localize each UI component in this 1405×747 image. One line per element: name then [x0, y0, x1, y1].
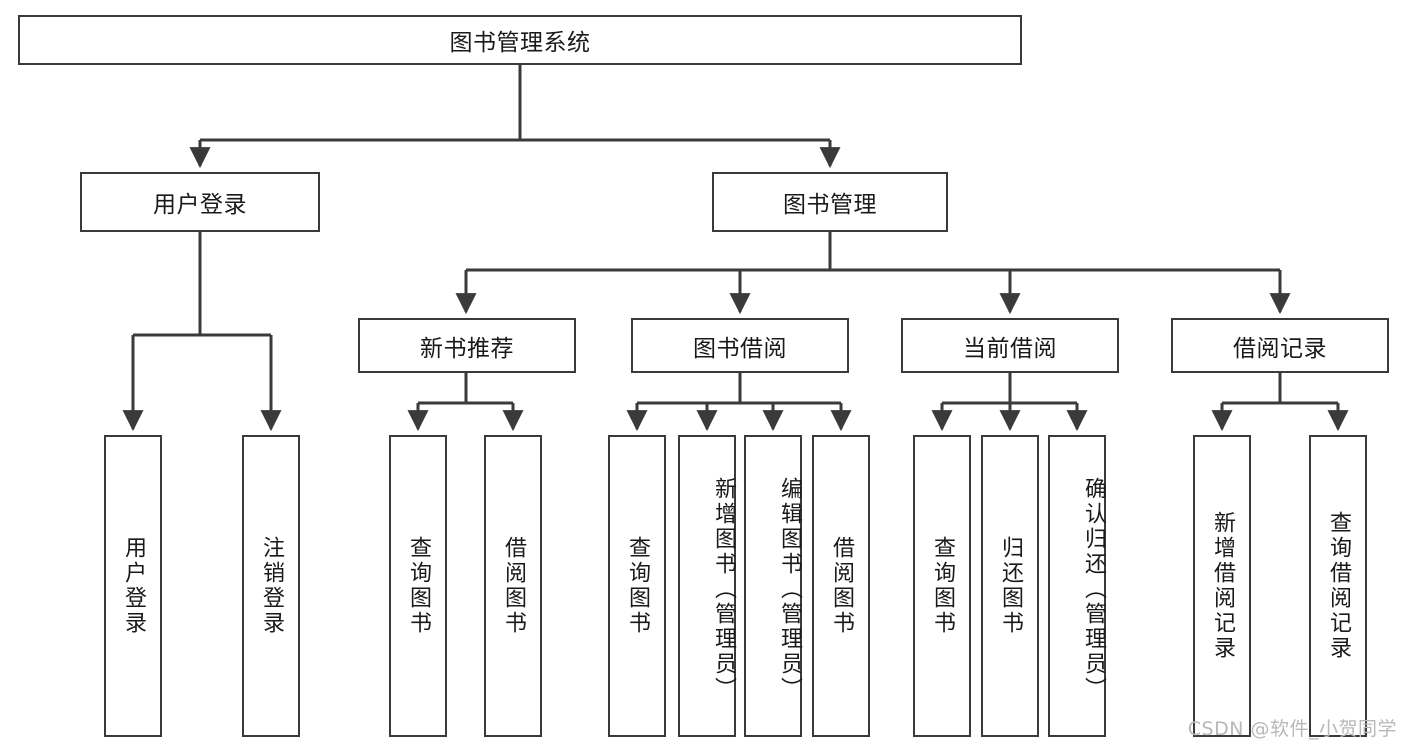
node-book-management-label: 图书管理: [783, 192, 877, 218]
node-leaf-return-book-label: 归还图书: [998, 536, 1023, 636]
node-user-login[interactable]: 用户登录: [80, 172, 320, 232]
node-leaf-query-book-3[interactable]: 查询图书: [913, 435, 971, 737]
node-leaf-borrow-book-2-label: 借阅图书: [829, 536, 854, 636]
node-leaf-query-book-2-label: 查询图书: [625, 536, 650, 636]
node-leaf-add-book-admin-label: 新增图书（管理员）: [711, 476, 736, 702]
node-leaf-borrow-book-2[interactable]: 借阅图书: [812, 435, 870, 737]
node-root[interactable]: 图书管理系统: [18, 15, 1022, 65]
node-current-borrow[interactable]: 当前借阅: [901, 318, 1119, 373]
node-leaf-return-book[interactable]: 归还图书: [981, 435, 1039, 737]
node-book-borrow[interactable]: 图书借阅: [631, 318, 849, 373]
node-leaf-logout[interactable]: 注销登录: [242, 435, 300, 737]
node-book-management[interactable]: 图书管理: [712, 172, 948, 232]
node-leaf-query-book-1[interactable]: 查询图书: [389, 435, 447, 737]
node-leaf-query-book-2[interactable]: 查询图书: [608, 435, 666, 737]
node-leaf-user-login-label: 用户登录: [121, 536, 146, 636]
node-leaf-edit-book-admin[interactable]: 编辑图书（管理员）: [744, 435, 802, 737]
node-leaf-edit-book-admin-label: 编辑图书（管理员）: [777, 476, 802, 702]
node-new-book-recommend[interactable]: 新书推荐: [358, 318, 576, 373]
node-leaf-confirm-return-admin[interactable]: 确认归还（管理员）: [1048, 435, 1106, 737]
node-leaf-user-login[interactable]: 用户登录: [104, 435, 162, 737]
node-root-label: 图书管理系统: [449, 30, 591, 56]
node-leaf-add-borrow-record-label: 新增借阅记录: [1210, 511, 1235, 661]
node-leaf-query-book-1-label: 查询图书: [406, 536, 431, 636]
node-leaf-add-borrow-record[interactable]: 新增借阅记录: [1193, 435, 1251, 737]
node-leaf-logout-label: 注销登录: [259, 536, 284, 636]
node-leaf-borrow-book-1-label: 借阅图书: [501, 536, 526, 636]
node-leaf-query-book-3-label: 查询图书: [930, 536, 955, 636]
node-book-borrow-label: 图书借阅: [693, 335, 787, 362]
node-leaf-add-book-admin[interactable]: 新增图书（管理员）: [678, 435, 736, 737]
node-leaf-borrow-book-1[interactable]: 借阅图书: [484, 435, 542, 737]
node-leaf-confirm-return-admin-label: 确认归还（管理员）: [1081, 476, 1106, 702]
node-leaf-query-borrow-record-label: 查询借阅记录: [1326, 511, 1351, 661]
node-new-book-recommend-label: 新书推荐: [420, 335, 514, 362]
node-borrow-record[interactable]: 借阅记录: [1171, 318, 1389, 373]
node-leaf-query-borrow-record[interactable]: 查询借阅记录: [1309, 435, 1367, 737]
node-user-login-label: 用户登录: [153, 192, 247, 218]
node-borrow-record-label: 借阅记录: [1233, 335, 1327, 362]
node-current-borrow-label: 当前借阅: [963, 335, 1057, 362]
